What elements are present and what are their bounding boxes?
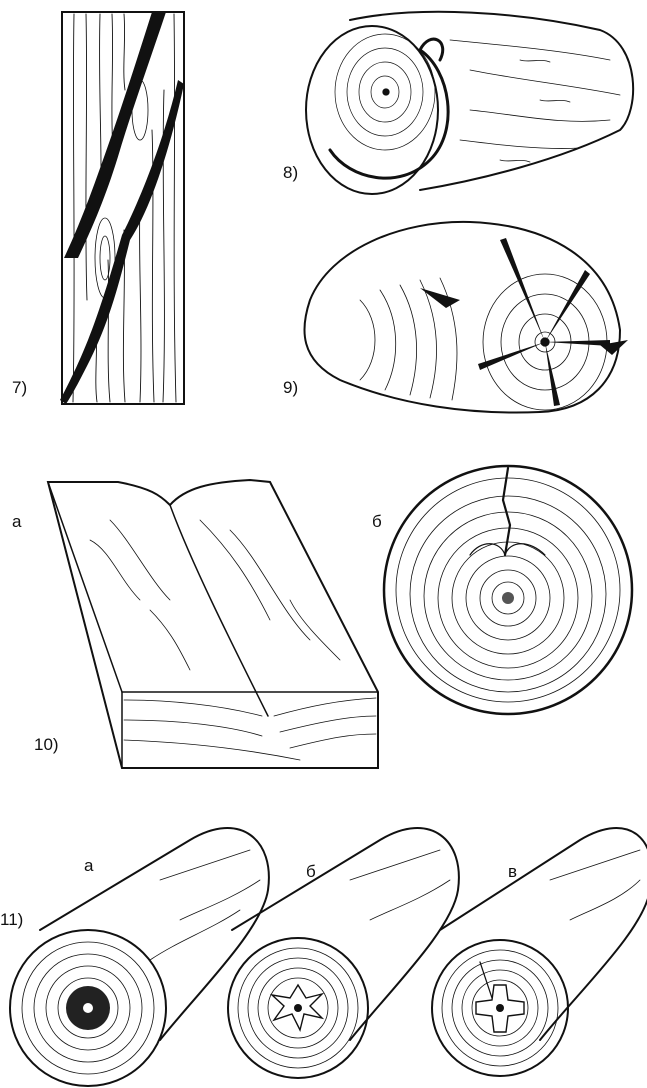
fig9-radial-cracks [420,238,628,406]
figure-label-8: 8) [283,163,298,183]
figure-10-part-b-label: б [372,512,382,532]
fig10b-cross-section [384,466,632,714]
figure-label-9: 9) [283,378,298,398]
fig11b-log [228,828,459,1078]
fig11v-log [432,828,647,1076]
fig8-ring-shake [330,39,448,178]
figure-10-part-a-label: а [12,512,21,532]
fig11a-log [10,828,269,1086]
figure-label-11: 11) [0,910,23,930]
figure-11-part-v-label: в [508,862,517,882]
figure-11-part-b-label: б [306,862,316,882]
figure-label-7: 7) [12,378,27,398]
figure-label-10: 10) [34,735,59,755]
fig7-board-drawing [60,12,184,404]
fig10a-block-drawing [48,480,378,768]
figure-11-part-a-label: а [84,856,93,876]
fig9-log-drawing [304,222,628,413]
fig7-crack [64,12,166,258]
fig8-log-drawing [306,12,633,194]
